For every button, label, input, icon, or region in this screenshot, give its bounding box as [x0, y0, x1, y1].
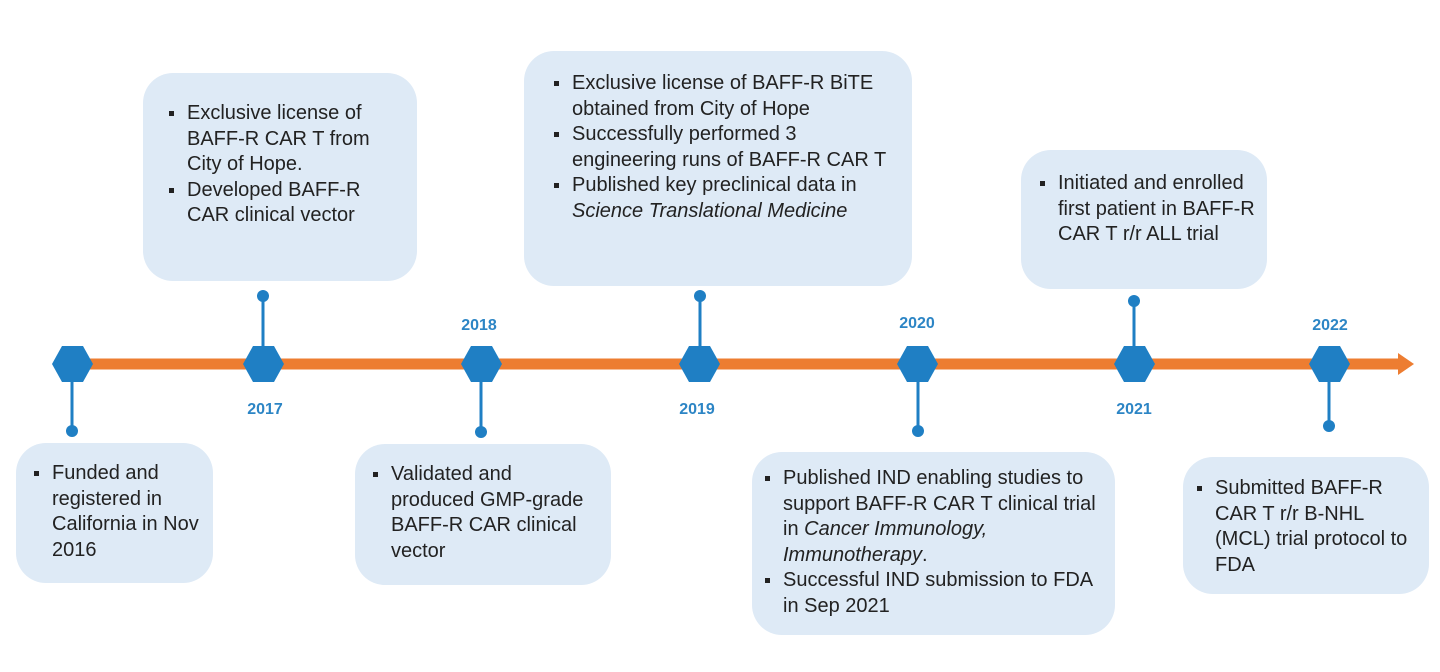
connector-dot-2021 [1128, 295, 1140, 307]
hex-marker-2022 [1309, 346, 1350, 382]
hex-marker-2017 [243, 346, 284, 382]
connector-dot-2019 [694, 290, 706, 302]
milestone-bullet: Exclusive license of BAFF-R CAR T from C… [169, 101, 407, 178]
journal-name: Science Translational Medicine [572, 199, 848, 222]
milestone-bullet: Published key preclinical data in Scienc… [554, 173, 898, 224]
milestone-box-2017: Exclusive license of BAFF-R CAR T from C… [143, 73, 417, 281]
milestone-bullet: Successfully performed 3 engineering run… [554, 122, 898, 173]
year-label-2021: 2021 [1116, 401, 1152, 418]
milestone-box-2019: Exclusive license of BAFF-R BiTE obtaine… [524, 51, 912, 286]
connector-dot-2017 [257, 290, 269, 302]
connector-dot-2020 [912, 425, 924, 437]
milestone-bullet: Published IND enabling studies to suppor… [765, 466, 1107, 568]
milestone-box-2016: Funded and registered in California in N… [16, 443, 213, 583]
hex-marker-2021 [1114, 346, 1155, 382]
milestone-box-2021: Initiated and enrolled first patient in … [1021, 150, 1267, 289]
year-label-2017: 2017 [247, 401, 283, 418]
year-label-2022: 2022 [1312, 317, 1348, 334]
connector-dot-2018 [475, 426, 487, 438]
milestone-bullet: Initiated and enrolled first patient in … [1040, 171, 1255, 248]
milestone-bullet: Submitted BAFF-R CAR T r/r B-NHL (MCL) t… [1197, 476, 1419, 578]
milestone-box-2022: Submitted BAFF-R CAR T r/r B-NHL (MCL) t… [1183, 457, 1429, 594]
hex-marker-2016 [52, 346, 93, 382]
milestone-box-2018: Validated and produced GMP-grade BAFF-R … [355, 444, 611, 585]
hex-marker-2019 [679, 346, 720, 382]
connector-dot-2016 [66, 425, 78, 437]
hex-marker-2018 [461, 346, 502, 382]
year-label-2019: 2019 [679, 401, 715, 418]
milestone-bullet: Successful IND submission to FDA in Sep … [765, 568, 1107, 619]
year-label-2020: 2020 [899, 315, 935, 332]
timeline-arrowhead [1398, 353, 1414, 375]
milestone-bullet: Developed BAFF-R CAR clinical vector [169, 178, 407, 229]
connector-dot-2022 [1323, 420, 1335, 432]
milestone-box-2020: Published IND enabling studies to suppor… [752, 452, 1115, 635]
hex-marker-2020 [897, 346, 938, 382]
journal-name: Cancer Immunology, Immunotherapy [783, 518, 988, 566]
milestone-bullet: Exclusive license of BAFF-R BiTE obtaine… [554, 71, 898, 122]
year-label-2018: 2018 [461, 317, 497, 334]
milestone-bullet: Validated and produced GMP-grade BAFF-R … [373, 462, 599, 564]
milestone-bullet: Funded and registered in California in N… [34, 461, 203, 563]
